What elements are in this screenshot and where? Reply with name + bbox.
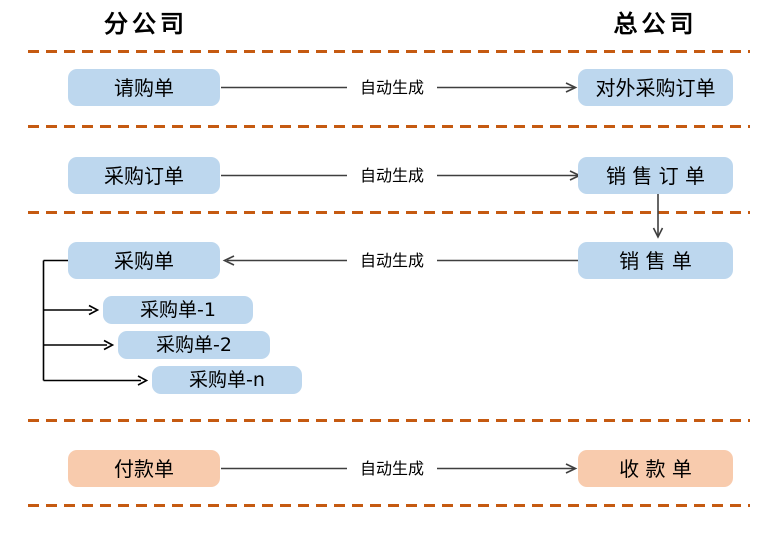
- arrowhead-down: [652, 227, 664, 239]
- arrow-row3: [222, 255, 581, 266]
- box-purchase-receipt-1: 采购单-1: [103, 296, 253, 324]
- box-receipt: 收 款 单: [578, 450, 733, 487]
- box-sales-order: 销 售 订 单: [578, 157, 733, 194]
- box-purchase-requisition: 请购单: [68, 69, 220, 106]
- box-payment: 付款单: [68, 450, 220, 487]
- header-head-office: 总公司: [613, 10, 698, 38]
- box-purchase-receipt-2: 采购单-2: [118, 331, 270, 359]
- header-branch-company: 分公司: [104, 10, 188, 38]
- arrow-label-auto-generate-4: 自动生成: [347, 459, 437, 479]
- arrow-label-auto-generate-2: 自动生成: [347, 166, 437, 186]
- dashed-dividers: [28, 50, 750, 507]
- arrow-label-auto-generate-1: 自动生成: [347, 78, 437, 98]
- arrowhead-right-row1: [565, 82, 578, 93]
- box-purchase-order: 采购订单: [68, 157, 220, 194]
- arrowhead-branch-2: [103, 339, 115, 351]
- box-purchase-receipt-n: 采购单-n: [152, 366, 302, 394]
- arrow-label-auto-generate-3: 自动生成: [347, 251, 437, 271]
- box-external-purchase-order: 对外采购订单: [578, 69, 733, 106]
- arrowhead-branch-3: [137, 375, 149, 386]
- box-sales-receipt: 销 售 单: [578, 242, 733, 279]
- arrowhead-right-row4: [565, 463, 578, 474]
- arrow-sales-order-to-sales-receipt: [652, 194, 664, 239]
- arrowhead-left-row3: [222, 255, 235, 266]
- tree-connector: [42, 259, 149, 386]
- arrowhead-branch-1: [88, 304, 100, 316]
- arrow-row4: [221, 463, 578, 474]
- box-purchase-receipt: 采购单: [68, 242, 220, 279]
- arrow-row1: [221, 82, 578, 93]
